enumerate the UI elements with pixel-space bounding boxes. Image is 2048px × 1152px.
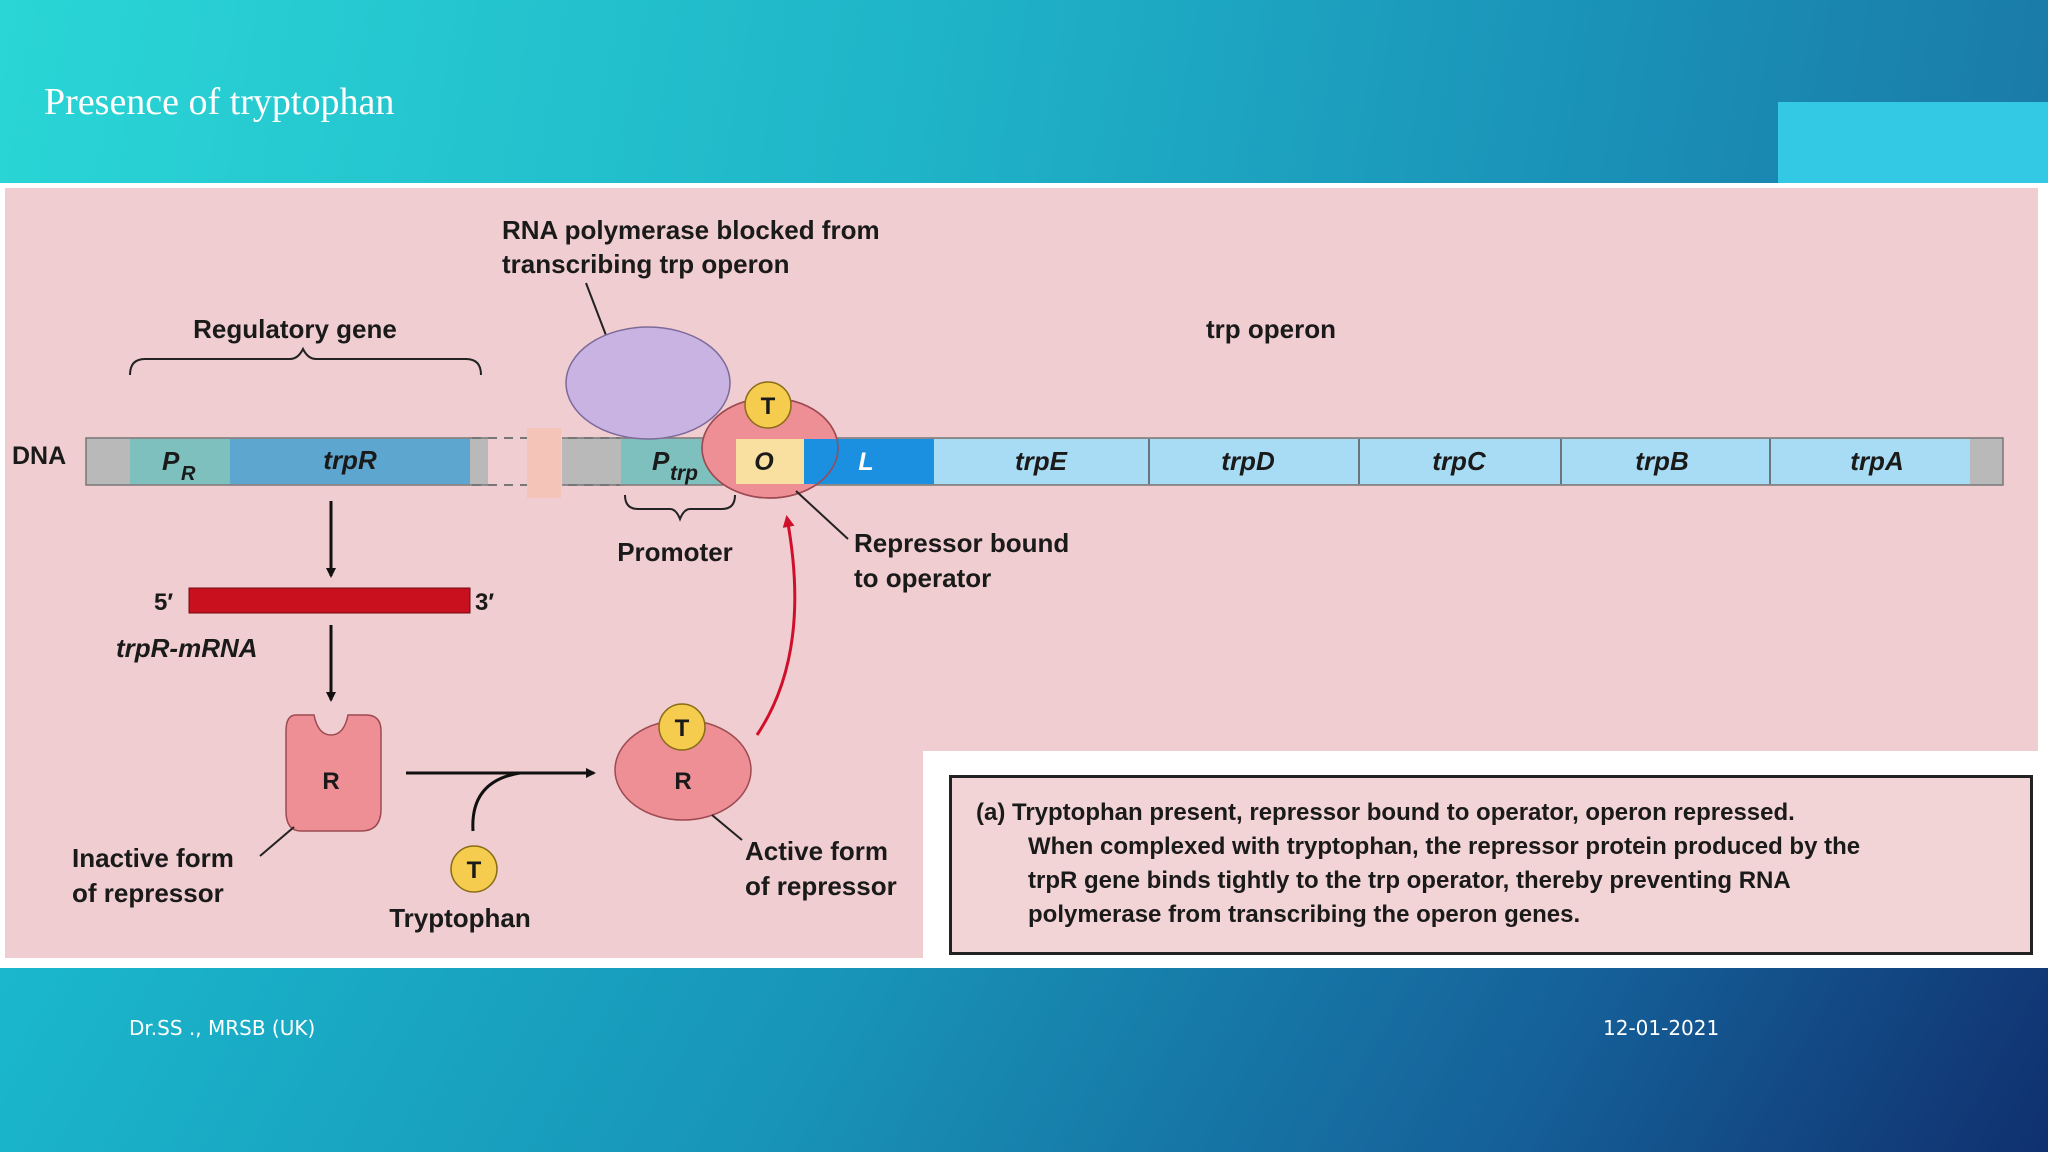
caption-heading: (a) Tryptophan present, repressor bound … (976, 799, 1795, 826)
operator-segment (736, 439, 804, 484)
caption-body: When complexed with tryptophan, the repr… (976, 830, 2010, 932)
slide-footer (0, 968, 2048, 1152)
leader-label: L (858, 448, 873, 476)
gene-label-trpB: trpB (1635, 446, 1688, 476)
inactive-repressor-pointer (259, 826, 295, 857)
mrna-label: trpR-mRNA (116, 633, 258, 663)
trpr-segment (230, 439, 470, 484)
inactive-label-2: of repressor (72, 878, 224, 908)
inactive-label-1: Inactive form (72, 843, 234, 873)
pr-subscript: R (181, 463, 196, 485)
gene-label-trpA: trpA (1850, 446, 1903, 476)
trpE-segment (934, 439, 1149, 484)
rna-polymerase-label-2: transcribing trp operon (502, 249, 789, 279)
inactive-repressor-symbol: R (322, 768, 339, 795)
free-tryptophan-symbol: T (467, 857, 482, 884)
five-prime-label: 5′ (154, 589, 173, 616)
promoter-brace (624, 494, 736, 522)
active-label-2: of repressor (745, 871, 897, 901)
active-repressor-pointer (711, 814, 743, 841)
repressor-bound-label-1: Repressor bound (854, 528, 1069, 558)
tryptophan-joining-curve (471, 771, 521, 832)
trpA-segment (1770, 439, 1970, 484)
pr-label: P (162, 446, 180, 476)
ptrp-subscript: trp (670, 462, 698, 485)
regulatory-gene-brace (129, 346, 482, 376)
dna-label: DNA (12, 442, 66, 470)
binding-arrow (755, 515, 797, 736)
three-prime-label: 3′ (475, 589, 494, 616)
caption-box: (a) Tryptophan present, repressor bound … (949, 775, 2033, 955)
active-tryptophan-symbol: T (675, 715, 690, 742)
trpD-segment (1149, 439, 1359, 484)
rna-polymerase-label-1: RNA polymerase blocked from (502, 215, 880, 245)
trpB-segment (1561, 439, 1770, 484)
dna-break-marker (527, 428, 561, 498)
tryptophan-label: Tryptophan (389, 903, 531, 933)
footer-date: 12-01-2021 (1603, 1016, 1720, 1040)
active-repressor-symbol: R (674, 768, 691, 795)
ptrp-label: P (652, 446, 670, 476)
trpr-mrna (188, 587, 471, 614)
slide-header: Presence of tryptophan (0, 0, 2048, 183)
rna-polymerase (565, 326, 731, 440)
promoter-label: Promoter (617, 537, 733, 567)
repressor-bound-pointer (795, 490, 849, 540)
repressor-bound-label-2: to operator (854, 563, 991, 593)
pr-segment (130, 439, 230, 484)
active-label-1: Active form (745, 836, 888, 866)
free-tryptophan (450, 845, 498, 893)
inactive-repressor (285, 714, 382, 832)
header-accent-block (1778, 102, 2048, 183)
regulatory-gene-label: Regulatory gene (193, 314, 397, 344)
trpC-segment (1359, 439, 1561, 484)
trpr-label: trpR (323, 445, 377, 475)
gene-label-trpE: trpE (1015, 446, 1068, 476)
trp-operon-label: trp operon (1206, 314, 1336, 344)
bound-tryptophan (744, 381, 792, 429)
gene-label-trpD: trpD (1221, 446, 1275, 476)
footer-author: Dr.SS ., MRSB (UK) (129, 1016, 316, 1040)
slide-title: Presence of tryptophan (44, 81, 395, 123)
gene-label-trpC: trpC (1432, 446, 1487, 476)
caption-line-3: polymerase from transcribing the operon … (1028, 901, 1581, 928)
caption-line-2: trpR gene binds tightly to the trp opera… (1028, 867, 1791, 894)
active-tryptophan (658, 703, 706, 751)
bound-tryptophan-symbol: T (761, 393, 776, 420)
caption-line-1: When complexed with tryptophan, the repr… (1028, 833, 1861, 860)
operator-label: O (754, 448, 774, 476)
